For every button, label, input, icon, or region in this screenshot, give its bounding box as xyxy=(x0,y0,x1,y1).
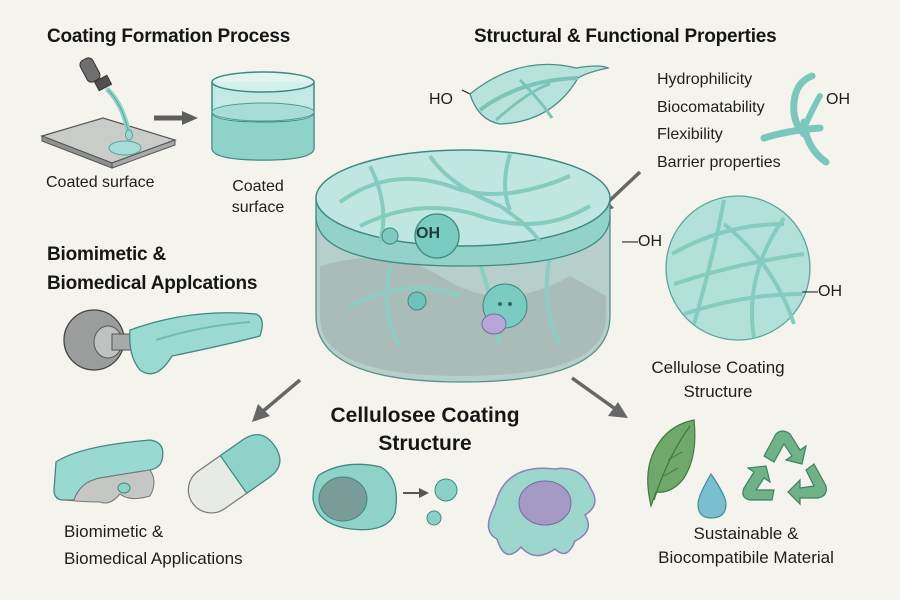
center-structure-title: Cellulosee Coating Structure xyxy=(300,402,550,458)
ho-label: HO xyxy=(429,91,453,108)
biomimetic-caption-line1: Biomimetic & xyxy=(64,522,164,541)
leaf-icon xyxy=(647,419,696,509)
biomimetic-title-line1: Biomimetic & xyxy=(47,244,167,265)
sustainable-caption-line2: Biocompatibile Material xyxy=(658,548,834,567)
sustainable-caption-line1: Sustainable & xyxy=(693,524,799,543)
dropper-plate-illustration xyxy=(40,57,177,169)
biomimetic-bottom-caption: Biomimetic & Biomedical Applications xyxy=(64,518,243,572)
branched-fiber-illustration xyxy=(760,72,830,166)
central-cellulose-disc-illustration xyxy=(315,149,611,383)
coating-formation-title: Coating Formation Process xyxy=(47,26,291,47)
coated-container-illustration xyxy=(211,71,315,161)
joint-implant-illustration xyxy=(63,309,263,375)
process-arrow-icon xyxy=(154,111,198,125)
capsule-to-cell-illustration xyxy=(312,463,596,557)
arrow-to-sustainable-icon xyxy=(570,376,628,418)
sphere-caption-line2: Structure xyxy=(683,382,753,401)
property-item: Hydrophilicity xyxy=(657,71,753,88)
sphere-oh-left-label: —OH xyxy=(622,233,662,250)
property-item: Flexibility xyxy=(657,126,723,143)
biomimetic-caption-line2: Biomedical Applications xyxy=(64,549,243,568)
sphere-caption: Cellulose Coating Structure xyxy=(628,356,808,404)
sphere-oh-right-label: —OH xyxy=(802,283,842,300)
property-item: Biocomatability xyxy=(657,98,765,116)
biomimetic-applications-title: Biomimetic & Biomedical Applcations xyxy=(47,240,257,298)
disc-oh-label: OH xyxy=(416,225,440,242)
center-title-line1: Cellulosee Coating xyxy=(330,404,520,427)
coated-container-label: Coated surface xyxy=(218,176,298,218)
implant-and-capsule-illustration xyxy=(53,434,281,514)
recycle-icon xyxy=(742,430,827,506)
center-title-line2: Structure xyxy=(378,432,472,455)
structural-properties-title: Structural & Functional Properties xyxy=(474,26,777,47)
oh-label-branch: OH xyxy=(826,91,850,108)
coated-surface-label: Coated surface xyxy=(46,174,155,191)
coated-container-label-line1: Coated xyxy=(232,178,284,195)
property-item: Barrier properties xyxy=(657,153,781,171)
cellulose-fiber-leaf-illustration xyxy=(461,63,610,125)
coated-container-label-line2: surface xyxy=(231,199,285,216)
sustainable-caption: Sustainable & Biocompatibile Material xyxy=(636,522,856,570)
biomimetic-title-line2: Biomedical Applcations xyxy=(47,273,258,294)
arrow-to-bottom-left-icon xyxy=(252,378,302,422)
water-drop-icon xyxy=(697,472,727,519)
cellulose-sphere-illustration xyxy=(665,195,811,341)
sphere-caption-line1: Cellulose Coating xyxy=(651,358,785,377)
properties-list: Hydrophilicity Biocomatability Flexibili… xyxy=(657,66,781,176)
